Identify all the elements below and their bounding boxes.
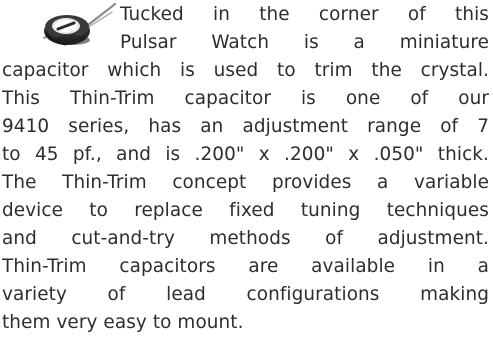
text-line: 9410 series, has an adjustment range of … bbox=[2, 116, 489, 137]
trimmer-capacitor-icon bbox=[43, 2, 117, 46]
text-line: The Thin-Trim concept provides a variabl… bbox=[2, 172, 489, 193]
text-line: to 45 pf., and is .200" x .200" x .050" … bbox=[2, 144, 489, 165]
text-line: This Thin-Trim capacitor is one of our bbox=[2, 88, 489, 109]
text-line: Pulsar Watch is a miniature bbox=[120, 32, 489, 53]
text-line: variety of lead configurations making bbox=[2, 284, 489, 305]
text-line: them very easy to mount. bbox=[2, 312, 244, 333]
text-line: Tucked in the corner of this bbox=[120, 4, 489, 25]
text-line: device to replace fixed tuning technique… bbox=[2, 200, 489, 221]
text-line: and cut-and-try methods of adjustment. bbox=[2, 228, 489, 249]
text-line: Thin-Trim capacitors are available in a bbox=[2, 256, 489, 277]
text-line: capacitor which is used to trim the crys… bbox=[2, 60, 489, 81]
